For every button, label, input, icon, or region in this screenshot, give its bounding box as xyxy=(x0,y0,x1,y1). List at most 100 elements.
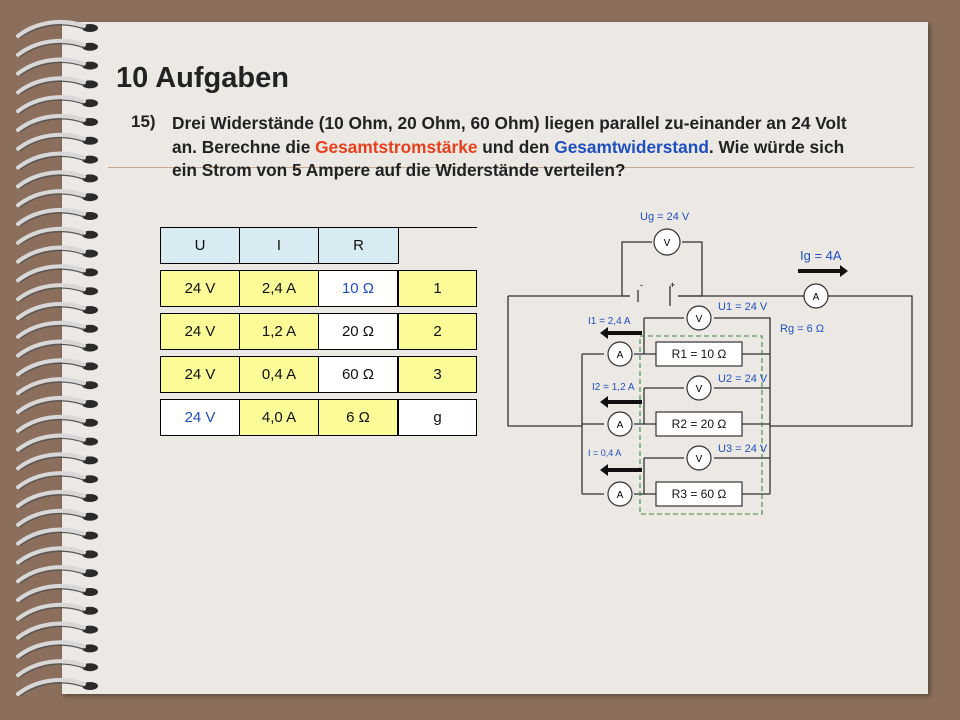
header-empty xyxy=(399,227,477,264)
spiral-coil xyxy=(16,57,98,77)
current-2-arrow xyxy=(608,400,642,404)
table-header-row: U I R xyxy=(160,227,477,264)
cell-i: 0,4 A xyxy=(240,356,319,393)
ammeter-3-icon xyxy=(607,481,633,507)
cell-u: 24 V xyxy=(160,313,240,350)
spiral-binding xyxy=(16,19,98,697)
cell-r: 60 Ω xyxy=(319,356,399,393)
cell-u: 24 V xyxy=(160,356,240,393)
spiral-coil xyxy=(16,602,98,622)
ammeter-2-label: A xyxy=(617,420,624,431)
battery-gap xyxy=(630,294,678,299)
header-i: I xyxy=(240,227,319,264)
spiral-coil xyxy=(16,640,98,659)
keyword-total-resistance: Gesamtwiderstand xyxy=(554,136,709,157)
cell-u: 24 V xyxy=(160,270,240,307)
spiral-coil xyxy=(16,339,98,359)
spiral-coil xyxy=(16,621,98,641)
voltmeter-3-icon xyxy=(686,445,712,471)
spiral-coil xyxy=(16,189,98,208)
table-row: 24 V 2,4 A 10 Ω 1 xyxy=(160,270,477,307)
cell-r: 6 Ω xyxy=(319,399,399,436)
table-row: 24 V 1,2 A 20 Ω 2 xyxy=(160,313,477,350)
current-3-arrowhead xyxy=(600,464,608,476)
parallel-group-frame xyxy=(639,335,763,515)
spiral-coil xyxy=(16,245,98,265)
resistor-2 xyxy=(655,411,743,437)
table-row: 24 V 0,4 A 60 Ω 3 xyxy=(160,356,477,393)
voltage-3-label: U3 = 24 V xyxy=(718,443,768,455)
header-u: U xyxy=(160,227,240,264)
current-1-arrow xyxy=(608,331,642,335)
voltmeter-1-label: V xyxy=(696,314,703,325)
current-2-label: I2 = 1,2 A xyxy=(592,382,635,393)
spiral-coil xyxy=(16,527,98,547)
spiral-coil xyxy=(16,132,98,152)
spiral-coil xyxy=(16,489,98,509)
spiral-coil xyxy=(16,452,98,471)
cell-i: 4,0 A xyxy=(240,399,319,436)
cell-index: 1 xyxy=(399,270,477,307)
cell-i: 2,4 A xyxy=(240,270,319,307)
total-current-arrowhead xyxy=(840,265,848,277)
circuit-wire xyxy=(678,295,913,427)
spiral-coil xyxy=(16,283,98,302)
total-current-arrow xyxy=(798,269,840,273)
spiral-coil xyxy=(16,433,98,453)
task-text-part1: Drei Widerstände (10 Ohm, 20 Ohm, 60 Ohm… xyxy=(172,113,847,157)
page-title: 10 Aufgaben xyxy=(116,62,289,94)
task-text-part2: und den xyxy=(477,136,555,157)
values-table: U I R 24 V 2,4 A 10 Ω 1 24 V 1,2 A 20 Ω … xyxy=(160,227,477,436)
ammeter-total-label: A xyxy=(813,292,820,303)
spiral-coil xyxy=(16,151,98,171)
spiral-coil xyxy=(16,471,98,490)
battery-minus-label: - xyxy=(640,280,643,290)
voltmeter-total-label: V xyxy=(664,238,671,249)
spiral-coil xyxy=(16,414,98,434)
voltmeter-1-icon xyxy=(686,305,712,331)
spiral-coil xyxy=(16,583,98,603)
resistor-3 xyxy=(655,481,743,507)
ammeter-1-label: A xyxy=(617,350,624,361)
current-3-label: I = 0,4 A xyxy=(588,448,621,458)
spiral-coil xyxy=(16,508,98,528)
total-current-label: Ig = 4A xyxy=(800,248,842,263)
spiral-coil xyxy=(16,358,98,377)
cell-u: 24 V xyxy=(160,399,240,436)
total-voltage-label: Ug = 24 V xyxy=(640,211,690,223)
spiral-coil xyxy=(16,226,98,246)
spiral-coil xyxy=(16,76,98,95)
current-3-arrow xyxy=(608,468,642,472)
spiral-coil xyxy=(16,38,98,58)
spiral-coil xyxy=(16,395,98,415)
cell-index: 2 xyxy=(399,313,477,350)
cell-i: 1,2 A xyxy=(240,313,319,350)
total-resistance-label: Rg = 6 Ω xyxy=(780,323,824,335)
task-text: Drei Widerstände (10 Ohm, 20 Ohm, 60 Ohm… xyxy=(172,112,862,183)
ruled-line xyxy=(108,167,914,168)
table-row: 24 V 4,0 A 6 Ω g xyxy=(160,399,477,436)
spiral-coil xyxy=(16,320,98,340)
spiral-coil xyxy=(16,95,98,114)
task-text-part3: . Wie würde sich ein Strom von 5 Ampere … xyxy=(172,136,845,181)
resistor-1-label: R1 = 10 Ω xyxy=(672,347,727,361)
left-bus xyxy=(581,353,604,495)
cell-index: 3 xyxy=(399,356,477,393)
circuit-wire xyxy=(507,296,582,427)
branch-2-wire xyxy=(643,387,770,425)
voltage-1-label: U1 = 24 V xyxy=(718,301,768,313)
spiral-coil xyxy=(16,301,98,321)
task-number: 15) xyxy=(131,112,156,131)
current-2-arrowhead xyxy=(600,396,608,408)
spiral-coil xyxy=(16,677,98,697)
cell-index: g xyxy=(399,399,477,436)
cell-r: 10 Ω xyxy=(319,270,399,307)
voltmeter-total-icon xyxy=(653,228,681,256)
spiral-coil xyxy=(16,659,98,678)
current-1-label: I1 = 2,4 A xyxy=(588,316,631,327)
spiral-coil xyxy=(16,377,98,396)
resistor-2-label: R2 = 20 Ω xyxy=(672,417,727,431)
spiral-coil xyxy=(16,264,98,283)
battery-plus-label: + xyxy=(670,280,675,290)
spiral-coil xyxy=(16,19,98,39)
